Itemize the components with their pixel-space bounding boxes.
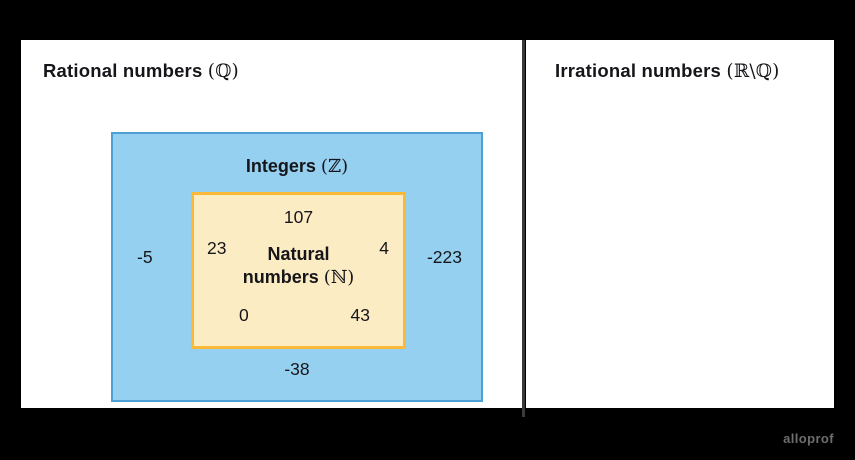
natural-numbers-set-box: 107 23 4 Natural numbers (ℕ) 0 43 <box>191 192 406 349</box>
number-23: 23 <box>207 238 227 258</box>
naturals-label-symbol: (ℕ) <box>323 267 355 289</box>
alloprof-watermark: alloprof <box>783 431 834 446</box>
natural-numbers-set-label: Natural numbers (ℕ) <box>194 243 403 289</box>
irrational-numbers-panel: Irrational numbers (ℝ\ℚ) <box>526 40 834 408</box>
irrational-numbers-title-symbol: (ℝ\ℚ) <box>726 61 780 82</box>
number-107: 107 <box>283 207 314 227</box>
integers-label-text: Integers <box>245 156 316 176</box>
panel-divider <box>522 40 525 417</box>
rational-numbers-panel: Rational numbers (ℚ) Integers (ℤ) -5 -22… <box>21 40 523 408</box>
integers-set-box: Integers (ℤ) -5 -223 -38 107 23 4 Natura… <box>111 132 483 402</box>
number-4: 4 <box>379 238 389 258</box>
naturals-label-line1: Natural <box>267 244 330 264</box>
integers-set-label: Integers (ℤ) <box>113 156 481 177</box>
irrational-numbers-title: Irrational numbers (ℝ\ℚ) <box>555 60 780 82</box>
number-43: 43 <box>350 305 370 325</box>
number-minus-38: -38 <box>284 359 310 379</box>
naturals-label-line2-text: numbers <box>242 267 319 288</box>
number-minus-5: -5 <box>137 247 153 267</box>
integers-label-symbol: (ℤ) <box>320 156 349 177</box>
rational-numbers-title: Rational numbers (ℚ) <box>43 60 239 82</box>
irrational-numbers-title-text: Irrational numbers <box>555 60 722 81</box>
number-0: 0 <box>239 305 249 325</box>
rational-numbers-title-text: Rational numbers <box>43 60 203 81</box>
rational-numbers-title-symbol: (ℚ) <box>207 61 239 82</box>
number-minus-223: -223 <box>426 247 462 267</box>
